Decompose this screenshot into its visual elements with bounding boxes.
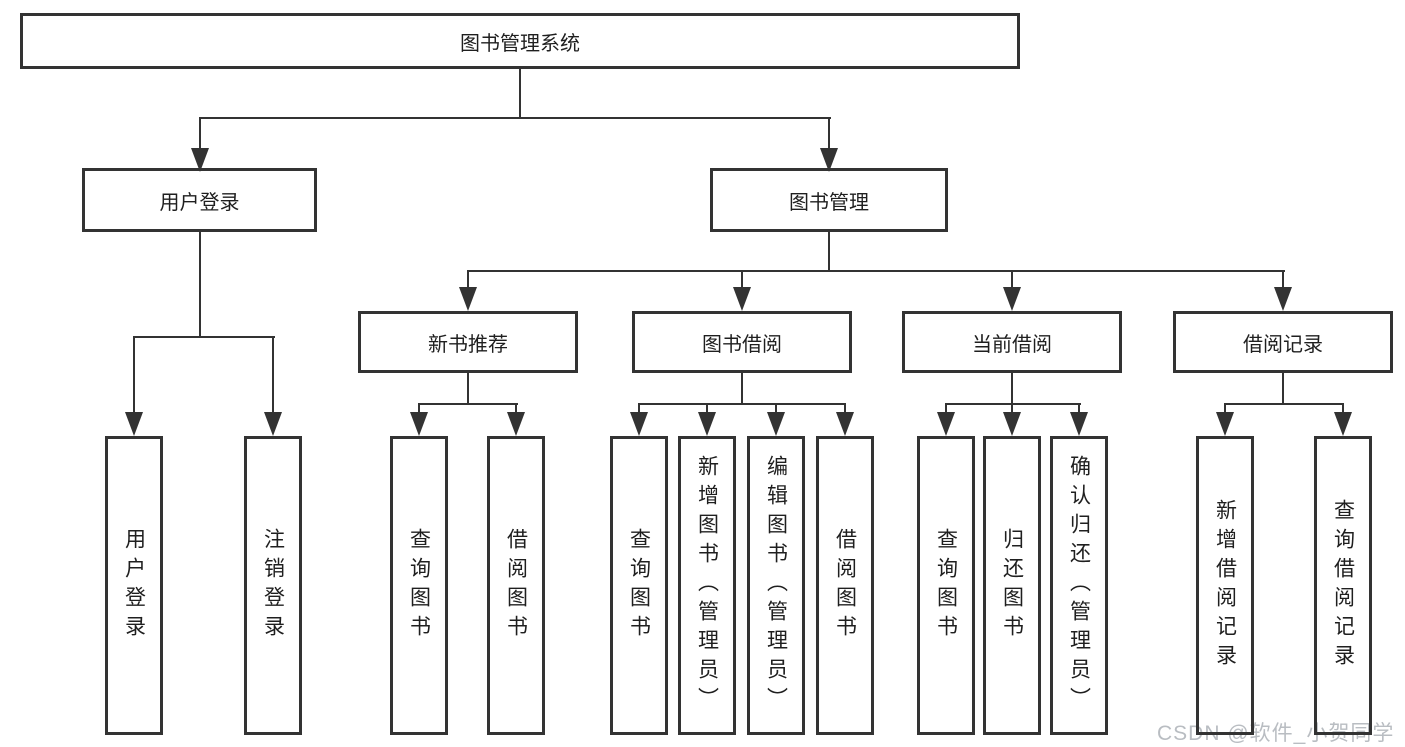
- arrowhead-down-icon: [1274, 287, 1292, 311]
- connector-borrow-drop: [775, 403, 777, 414]
- connector-newbook-stem: [467, 373, 469, 405]
- connector-records-stem: [1282, 373, 1284, 405]
- node-label: 借阅图书: [504, 527, 528, 644]
- node-borrow-records: 借阅记录: [1173, 311, 1393, 373]
- connector-root-stem: [519, 68, 521, 119]
- node-label: 查询图书: [627, 527, 651, 644]
- leaf-user-login: 用户登录: [105, 436, 163, 735]
- arrowhead-down-icon: [1003, 287, 1021, 311]
- connector-userlogin-stem: [199, 232, 201, 338]
- arrowhead-down-icon: [264, 412, 282, 436]
- node-label: 借阅图书: [833, 527, 857, 644]
- node-label: 归还图书: [1000, 527, 1024, 644]
- node-label: 用户登录: [122, 527, 146, 644]
- connector-records-drop: [1342, 403, 1344, 414]
- node-label: 新增借阅记录: [1213, 498, 1237, 673]
- connector-current-drop: [1011, 403, 1013, 414]
- connector-current-drop: [945, 403, 947, 414]
- node-label: 图书借阅: [702, 333, 782, 356]
- node-label: 编辑图书（管理员）: [764, 455, 788, 716]
- arrowhead-down-icon: [507, 412, 525, 436]
- node-label: 查询借阅记录: [1331, 498, 1355, 673]
- node-new-book-recommend: 新书推荐: [358, 311, 578, 373]
- connector-borrow-hline: [638, 403, 846, 405]
- arrowhead-down-icon: [410, 412, 428, 436]
- leaf-query-borrow-record: 查询借阅记录: [1314, 436, 1372, 735]
- connector-newbook-hline: [418, 403, 518, 405]
- node-label: 图书管理系统: [460, 32, 580, 55]
- connector-userlogin-drop: [133, 336, 135, 414]
- connector-root-hline: [199, 117, 831, 119]
- leaf-query-books-1: 查询图书: [390, 436, 448, 735]
- arrowhead-down-icon: [630, 412, 648, 436]
- connector-current-drop: [1078, 403, 1080, 414]
- connector-userlogin-drop: [272, 336, 274, 414]
- node-label: 图书管理: [789, 191, 869, 214]
- arrowhead-down-icon: [1334, 412, 1352, 436]
- node-label: 注销登录: [261, 527, 285, 644]
- arrowhead-down-icon: [767, 412, 785, 436]
- connector-records-drop: [1224, 403, 1226, 414]
- connector-borrow-drop: [706, 403, 708, 414]
- leaf-borrow-books-2: 借阅图书: [816, 436, 874, 735]
- connector-bookmgmt-stem: [828, 232, 830, 272]
- arrowhead-down-icon: [459, 287, 477, 311]
- node-label: 查询图书: [407, 527, 431, 644]
- connector-newbook-drop: [515, 403, 517, 414]
- connector-bookmgmt-drop: [467, 270, 469, 289]
- connector-borrow-drop: [638, 403, 640, 414]
- node-label: 查询图书: [934, 527, 958, 644]
- leaf-return-book: 归还图书: [983, 436, 1041, 735]
- arrowhead-down-icon: [820, 148, 838, 172]
- leaf-edit-book-admin: 编辑图书（管理员）: [747, 436, 805, 735]
- node-label: 新书推荐: [428, 333, 508, 356]
- arrowhead-down-icon: [937, 412, 955, 436]
- node-book-management: 图书管理: [710, 168, 948, 232]
- connector-current-stem: [1011, 373, 1013, 405]
- connector-current-hline: [945, 403, 1081, 405]
- node-library-system: 图书管理系统: [20, 13, 1020, 69]
- connector-bookmgmt-hline: [467, 270, 1285, 272]
- node-user-login: 用户登录: [82, 168, 317, 232]
- leaf-query-books-3: 查询图书: [917, 436, 975, 735]
- node-label: 用户登录: [159, 191, 240, 214]
- connector-bookmgmt-drop: [741, 270, 743, 289]
- arrowhead-down-icon: [698, 412, 716, 436]
- connector-bookmgmt-drop: [1282, 270, 1284, 289]
- leaf-logout: 注销登录: [244, 436, 302, 735]
- arrowhead-down-icon: [1003, 412, 1021, 436]
- arrowhead-down-icon: [1070, 412, 1088, 436]
- leaf-query-books-2: 查询图书: [610, 436, 668, 735]
- arrowhead-down-icon: [125, 412, 143, 436]
- node-label: 借阅记录: [1243, 333, 1323, 356]
- arrowhead-down-icon: [836, 412, 854, 436]
- node-book-borrow: 图书借阅: [632, 311, 852, 373]
- node-label: 确认归还（管理员）: [1067, 455, 1091, 716]
- arrowhead-down-icon: [733, 287, 751, 311]
- connector-root-drop-right: [828, 117, 830, 150]
- connector-bookmgmt-drop: [1011, 270, 1013, 289]
- leaf-borrow-books-1: 借阅图书: [487, 436, 545, 735]
- node-label: 新增图书（管理员）: [695, 455, 719, 716]
- connector-borrow-drop: [844, 403, 846, 414]
- arrowhead-down-icon: [191, 148, 209, 172]
- leaf-add-book-admin: 新增图书（管理员）: [678, 436, 736, 735]
- connector-root-drop-left: [199, 117, 201, 150]
- connector-userlogin-hline: [133, 336, 275, 338]
- leaf-confirm-return-admin: 确认归还（管理员）: [1050, 436, 1108, 735]
- node-current-borrow: 当前借阅: [902, 311, 1122, 373]
- node-label: 当前借阅: [972, 333, 1052, 356]
- connector-borrow-stem: [741, 373, 743, 405]
- leaf-add-borrow-record: 新增借阅记录: [1196, 436, 1254, 735]
- arrowhead-down-icon: [1216, 412, 1234, 436]
- watermark: CSDN @软件_小贺同学: [1157, 722, 1395, 745]
- connector-newbook-drop: [418, 403, 420, 414]
- connector-records-hline: [1224, 403, 1344, 405]
